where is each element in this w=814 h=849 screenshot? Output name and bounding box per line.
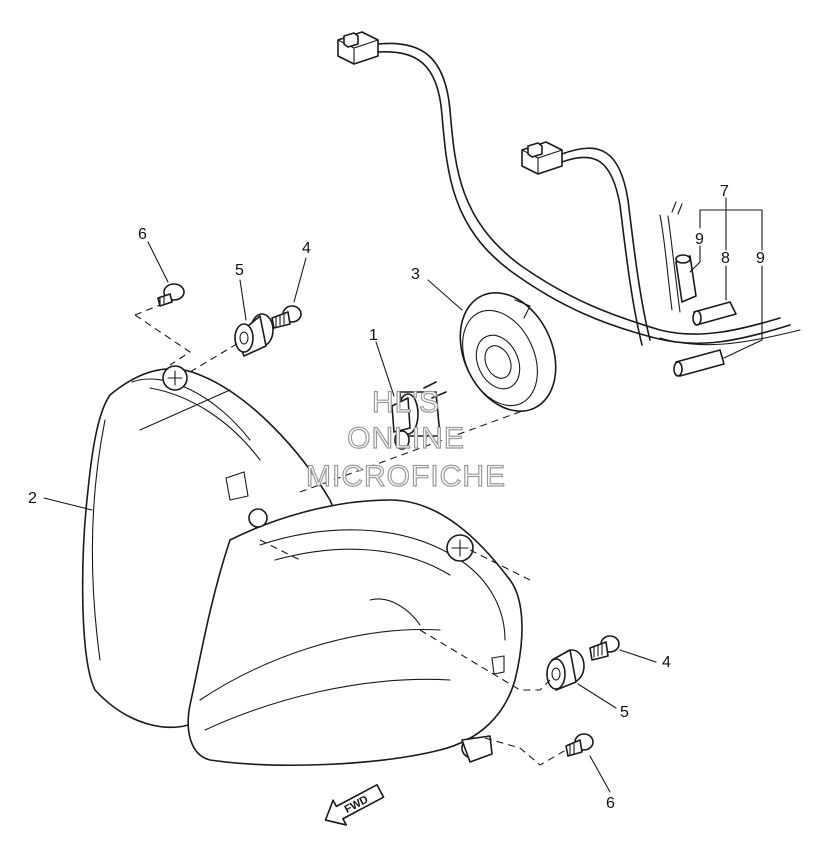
callout-5-lower: 5 bbox=[620, 704, 629, 721]
callout-4-lower: 4 bbox=[662, 654, 671, 671]
callout-6-lower: 6 bbox=[606, 795, 615, 812]
callout-9a: 9 bbox=[695, 231, 704, 248]
connector-lower bbox=[521, 141, 563, 175]
screw-lower bbox=[589, 635, 620, 661]
bulb-cover bbox=[459, 292, 557, 412]
terminal-sleeve-9b bbox=[673, 349, 725, 377]
callout-5-upper: 5 bbox=[235, 262, 244, 279]
callouts: 1 2 3 4 5 6 7 8 9 9 4 5 6 bbox=[28, 183, 765, 812]
screw-upper bbox=[271, 305, 302, 329]
callout-3: 3 bbox=[411, 266, 420, 283]
bolt-lower bbox=[565, 733, 594, 757]
callout-4-upper: 4 bbox=[302, 240, 311, 257]
grommet-lower bbox=[546, 649, 585, 691]
connector-upper bbox=[337, 31, 379, 65]
watermark: HL'S ONLINE MICROFICHE bbox=[305, 385, 506, 493]
fwd-arrow: FWD bbox=[324, 783, 385, 826]
watermark-line-2: ONLINE bbox=[347, 422, 465, 455]
terminal-sleeve-8 bbox=[692, 301, 737, 326]
callout-8: 8 bbox=[721, 250, 730, 267]
callout-1: 1 bbox=[369, 327, 378, 344]
headlight-assembly bbox=[81, 365, 523, 766]
terminal-sleeve-9a bbox=[675, 254, 697, 303]
headlight-bulb bbox=[391, 381, 447, 450]
grommet-upper bbox=[234, 313, 274, 357]
callout-6-upper: 6 bbox=[138, 226, 147, 243]
fwd-arrow-label: FWD bbox=[343, 794, 371, 816]
wire-harness bbox=[337, 31, 801, 377]
bolt-upper bbox=[157, 283, 185, 307]
callout-7: 7 bbox=[720, 183, 729, 200]
callout-9b: 9 bbox=[756, 250, 765, 267]
callout-2: 2 bbox=[28, 490, 37, 507]
watermark-line-1: HL'S bbox=[372, 386, 440, 419]
watermark-line-3: MICROFICHE bbox=[306, 460, 506, 493]
